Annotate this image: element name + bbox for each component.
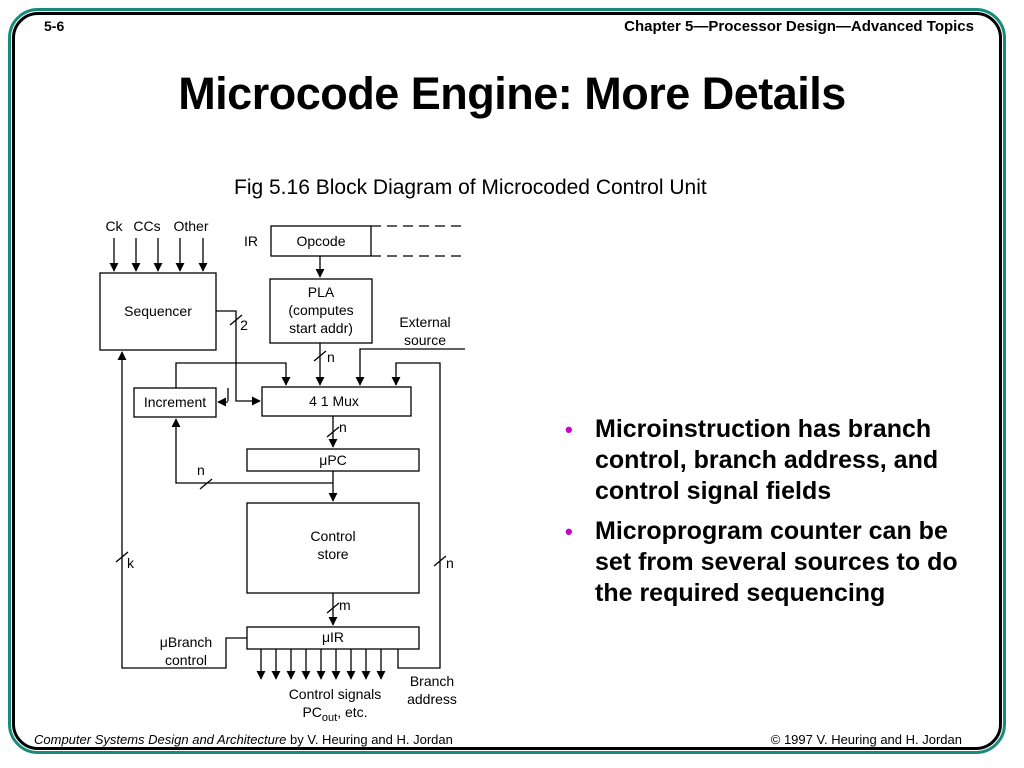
mux-block	[261, 386, 412, 417]
sequencer-to-mux	[216, 310, 261, 406]
increment-label: Increment	[144, 394, 206, 410]
branch-address-to-mux	[391, 362, 441, 669]
figure-caption: Fig 5.16 Block Diagram of Microcoded Con…	[234, 176, 707, 199]
control-signals-label-2: PCout, etc.	[302, 704, 367, 724]
branch-control-label-2: control	[165, 652, 207, 668]
external-source-label-2: source	[404, 332, 446, 348]
seq-width-label: 2	[240, 317, 248, 333]
control-store-label-1: Control	[310, 528, 355, 544]
pla-width-tick	[313, 350, 327, 362]
branch-addr-width-label: n	[446, 555, 454, 571]
seq-width-tick	[229, 314, 243, 326]
slide-number: 5-6	[44, 18, 65, 34]
upc-label: μPC	[319, 452, 347, 468]
branch-control-label-1: μBranch	[160, 634, 212, 650]
increment-to-mux	[175, 362, 291, 388]
upc-to-increment	[171, 418, 333, 484]
bullet-text: Microprogram counter can be set from sev…	[595, 517, 958, 607]
control-signals-label-1: Control signals	[289, 686, 382, 702]
branch-control-to-sequencer	[117, 351, 247, 669]
footer-left: Computer Systems Design and Architecture…	[34, 732, 453, 747]
ck-label: Ck	[105, 218, 123, 234]
branch-ctrl-width-label: k	[127, 555, 135, 571]
uir-label: μIR	[322, 629, 344, 645]
bullet-list: • Microinstruction has branch control, br…	[565, 414, 985, 618]
branch-ctrl-width-tick	[115, 551, 129, 563]
pla-width-label: n	[327, 349, 335, 365]
bullet-dot-icon: •	[565, 519, 573, 544]
pla-label-1: PLA	[308, 284, 335, 300]
ir-label: IR	[244, 233, 258, 249]
slide-frame-inner	[12, 12, 1002, 750]
bullet-dot-icon: •	[565, 417, 573, 442]
book-title: Computer Systems Design and Architecture	[34, 732, 287, 747]
mux-width-tick	[326, 426, 340, 438]
inc-width-label: n	[197, 462, 205, 478]
inc-width-tick	[199, 478, 213, 490]
control-store-label-2: store	[317, 546, 348, 562]
store-width-label: m	[339, 597, 351, 613]
ccs-label: CCs	[133, 218, 160, 234]
chapter-title: Chapter 5—Processor Design—Advanced Topi…	[624, 18, 974, 35]
branch-address-label-2: address	[407, 691, 457, 707]
external-source-label-1: External	[399, 314, 450, 330]
opcode-label: Opcode	[296, 233, 345, 249]
authors: by V. Heuring and H. Jordan	[286, 732, 453, 747]
slide-frame-outer	[8, 8, 1006, 754]
mux-width-label: n	[339, 419, 347, 435]
pla-label-2: (computes	[288, 302, 353, 318]
sequencer-label: Sequencer	[124, 303, 192, 319]
other-label: Other	[173, 218, 208, 234]
pla-label-3: start addr)	[289, 320, 353, 336]
bullet-text: Microinstruction has branch control, bra…	[595, 415, 939, 505]
bullet-item: • Microprogram counter can be set from se…	[565, 516, 985, 609]
store-width-tick	[326, 602, 340, 614]
opcode-block	[270, 225, 372, 257]
increment-block	[133, 387, 217, 418]
mux-label: 4 1 Mux	[309, 393, 359, 409]
slide-title: Microcode Engine: More Details	[178, 68, 846, 119]
branch-address-label-1: Branch	[410, 673, 454, 689]
external-to-mux	[355, 348, 465, 386]
pla-block	[269, 278, 373, 344]
branch-addr-width-tick	[433, 555, 447, 567]
footer-copyright: © 1997 V. Heuring and H. Jordan	[770, 732, 962, 747]
bullet-item: • Microinstruction has branch control, br…	[565, 414, 985, 507]
